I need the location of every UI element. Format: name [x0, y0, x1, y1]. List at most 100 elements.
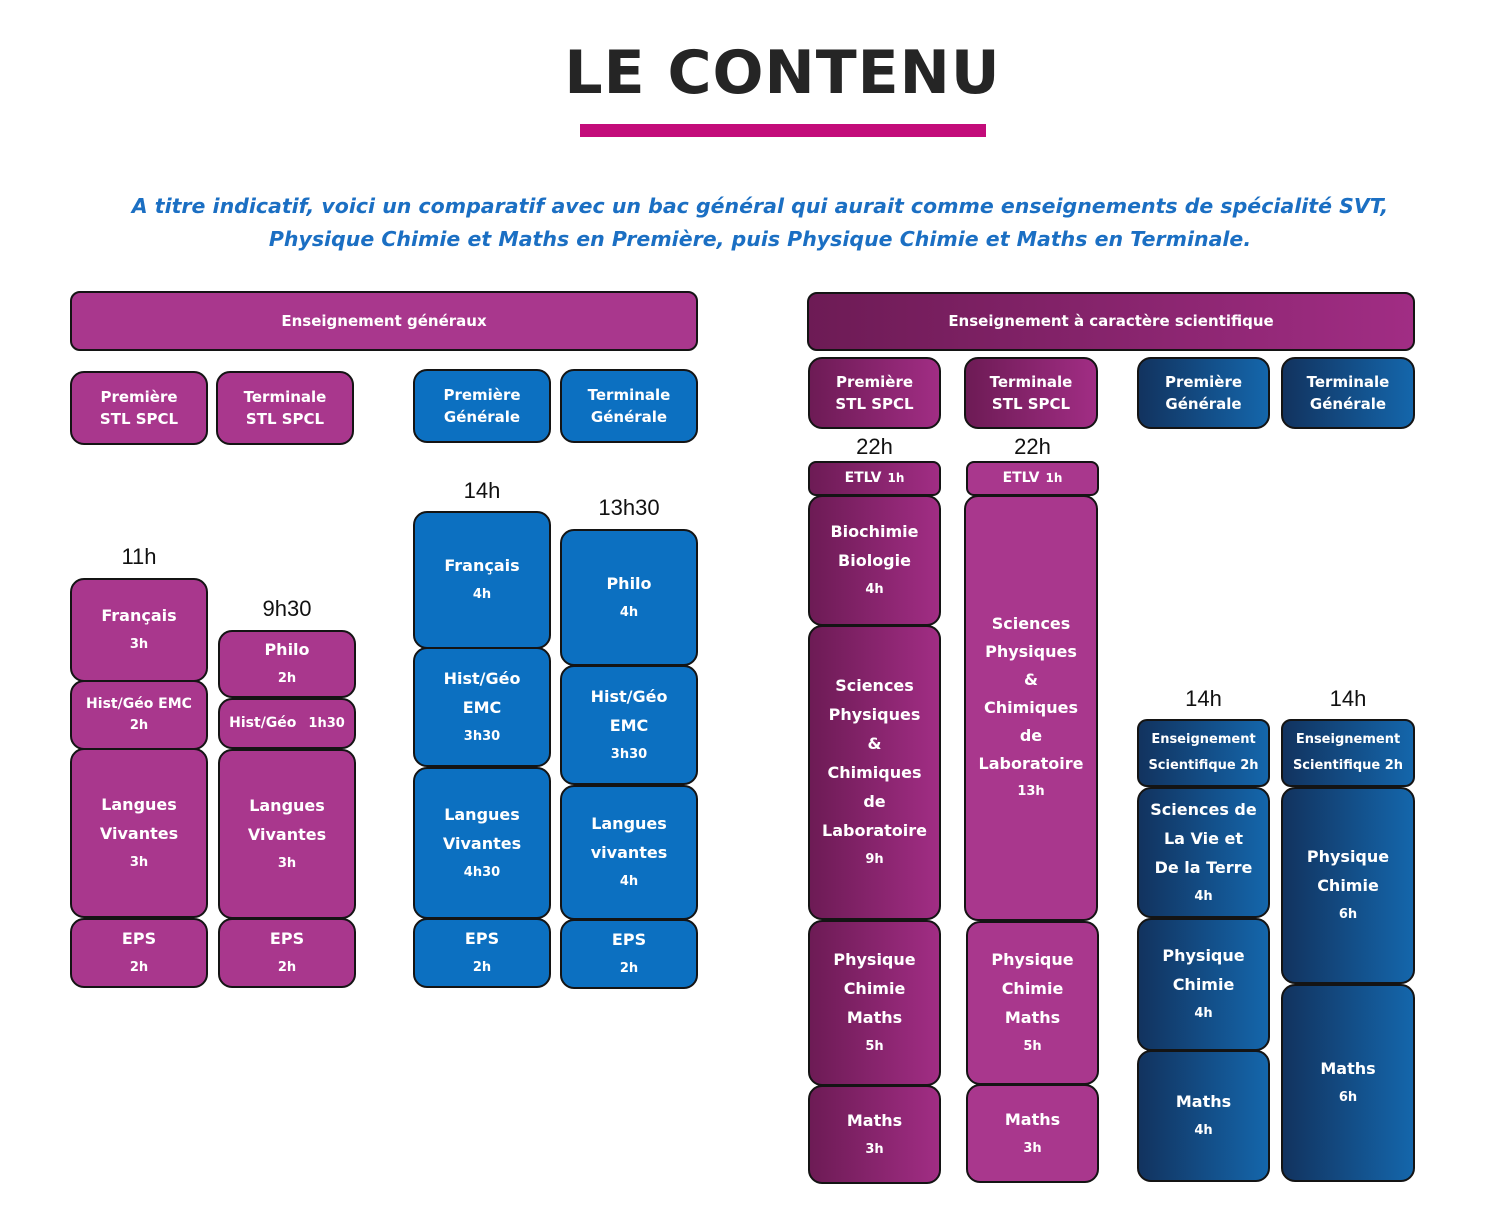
subject-hours: 2h: [129, 718, 149, 733]
subject-block: Physique Chimie Maths 5h: [966, 921, 1099, 1085]
subject-block: Sciences Physiques & Chimiques de Labora…: [808, 625, 941, 920]
subject-block: Enseignement Scientifique 2h: [1137, 719, 1270, 787]
subject-hours: 4h: [1194, 888, 1213, 904]
header-line: Générale: [443, 408, 521, 426]
header-premiere-stl-right: Première STL SPCL: [808, 357, 941, 429]
subject-name: ETLV: [844, 470, 882, 486]
subject-name: Philo: [606, 573, 652, 593]
subject-block: Philo 2h: [218, 630, 356, 698]
total-hours: 13h30: [598, 495, 660, 520]
subject-name: Laboratoire: [978, 754, 1084, 773]
subject-name: Maths: [1320, 1059, 1376, 1078]
subject-hours: 6h: [1338, 1090, 1358, 1105]
header-line: STL SPCL: [835, 395, 914, 413]
page-title: LE CONTENU: [564, 38, 1001, 108]
subject-block: Maths 3h: [808, 1085, 941, 1184]
subject-name: Chimie: [1172, 975, 1235, 994]
subject-name: Scientifique: [1292, 758, 1381, 773]
subject-block: Physique Chimie 6h: [1281, 787, 1415, 984]
subject-block: Philo 4h: [560, 529, 698, 666]
subject-block: EPS 2h: [218, 918, 356, 988]
subject-name: Langues: [444, 804, 520, 824]
subject-block: Physique Chimie 4h: [1137, 918, 1270, 1051]
subject-block: Physique Chimie Maths 5h: [808, 920, 941, 1086]
subject-hours: 4h30: [463, 864, 501, 880]
subject-hours: 2h: [1240, 758, 1259, 773]
subject-hours: 4h: [472, 587, 492, 602]
total-hours: 22h: [856, 434, 893, 459]
total-hours: 14h: [1185, 686, 1222, 711]
intro-line-2: Physique Chimie et Maths en Première, pu…: [268, 227, 1252, 251]
subject-name: Scientifique: [1148, 758, 1236, 773]
subject-name: Vivantes: [99, 823, 179, 843]
header-premiere-stl-left: Première STL SPCL: [70, 371, 208, 445]
subject-name: Maths: [1004, 1008, 1061, 1027]
subject-name: Physique: [833, 950, 916, 969]
header-line: Première: [835, 373, 914, 391]
subject-block: Sciences de La Vie et De la Terre 4h: [1137, 787, 1270, 918]
subject-block: Hist/Géo EMC 3h30: [413, 647, 551, 767]
subject-name: EPS: [269, 929, 305, 948]
subject-name: Langues: [249, 795, 325, 815]
subject-name: de: [1019, 726, 1043, 745]
subject-name: Philo: [264, 640, 310, 659]
header-line: Première: [1164, 373, 1243, 391]
header-line: Terminale: [989, 373, 1073, 391]
subject-hours: 2h: [619, 961, 639, 976]
subject-block: Français 3h: [70, 578, 208, 682]
subject-hours: 5h: [1023, 1039, 1042, 1054]
subject-name: Hist/Géo: [443, 668, 521, 688]
subject-name: Hist/Géo: [590, 686, 668, 706]
header-terminale-stl-left: Terminale STL SPCL: [216, 371, 354, 445]
subject-hours: 5h: [865, 1039, 884, 1054]
subject-name: Sciences de: [1150, 799, 1257, 819]
total-hours: 11h: [121, 544, 157, 569]
left-banner: Enseignement généraux: [70, 291, 698, 351]
total-hours: 14h: [463, 478, 501, 503]
header-line: Terminale: [243, 388, 327, 406]
subject-hours: 1h: [887, 471, 905, 485]
subject-block: Enseignement Scientifique 2h: [1281, 719, 1415, 787]
subject-name: Français: [101, 606, 177, 625]
subject-block: Hist/Géo 1h30: [218, 698, 356, 749]
right-banner-label: Enseignement à caractère scientifique: [948, 312, 1274, 330]
subject-name: EPS: [611, 930, 647, 949]
subject-name: Chimie: [1317, 876, 1379, 895]
subject-block: Langues Vivantes 4h30: [413, 767, 551, 919]
intro-text: A titre indicatif, voici un comparatif a…: [0, 190, 1503, 256]
subject-block: Maths 3h: [966, 1084, 1099, 1183]
subject-hours: 1h30: [308, 716, 345, 731]
subject-name: EPS: [464, 929, 500, 948]
header-premiere-gen-right: Première Générale: [1137, 357, 1270, 429]
subject-name: EMC: [462, 697, 502, 717]
subject-name: Physique: [1162, 946, 1245, 965]
header-terminale-gen-right: Terminale Générale: [1281, 357, 1415, 429]
header-line: Terminale: [1306, 373, 1390, 391]
subject-hours: 4h: [865, 582, 884, 597]
subject-hours: 3h: [277, 855, 297, 871]
subject-name: &: [867, 734, 882, 753]
header-line: Générale: [1165, 395, 1242, 413]
subject-block: Biochimie Biologie 4h: [808, 495, 941, 626]
subject-name: Chimiques: [984, 698, 1078, 717]
subject-name: Maths: [846, 1110, 903, 1130]
header-line: STL SPCL: [99, 410, 179, 428]
header-line: Première: [100, 388, 178, 406]
subject-name: Français: [444, 556, 520, 575]
subject-name: ETLV: [1002, 470, 1040, 486]
subject-block: Français 4h: [413, 511, 551, 649]
subject-name: Physiques: [985, 642, 1077, 661]
subject-name: Sciences: [835, 676, 914, 695]
subject-hours: 3h30: [463, 728, 501, 744]
subject-name: Enseignement: [1295, 732, 1401, 747]
subject-name: vivantes: [590, 843, 668, 862]
subject-name: Physique: [991, 950, 1074, 969]
total-hours: 9h30: [262, 596, 312, 621]
subject-hours: 2h: [277, 671, 297, 686]
subject-hours: 2h: [472, 960, 492, 975]
subject-name: Physiques: [828, 705, 921, 724]
subject-name: Langues: [591, 814, 667, 833]
subject-hours: 2h: [1384, 758, 1404, 773]
header-line: STL SPCL: [245, 410, 325, 428]
subject-block: EPS 2h: [70, 918, 208, 988]
